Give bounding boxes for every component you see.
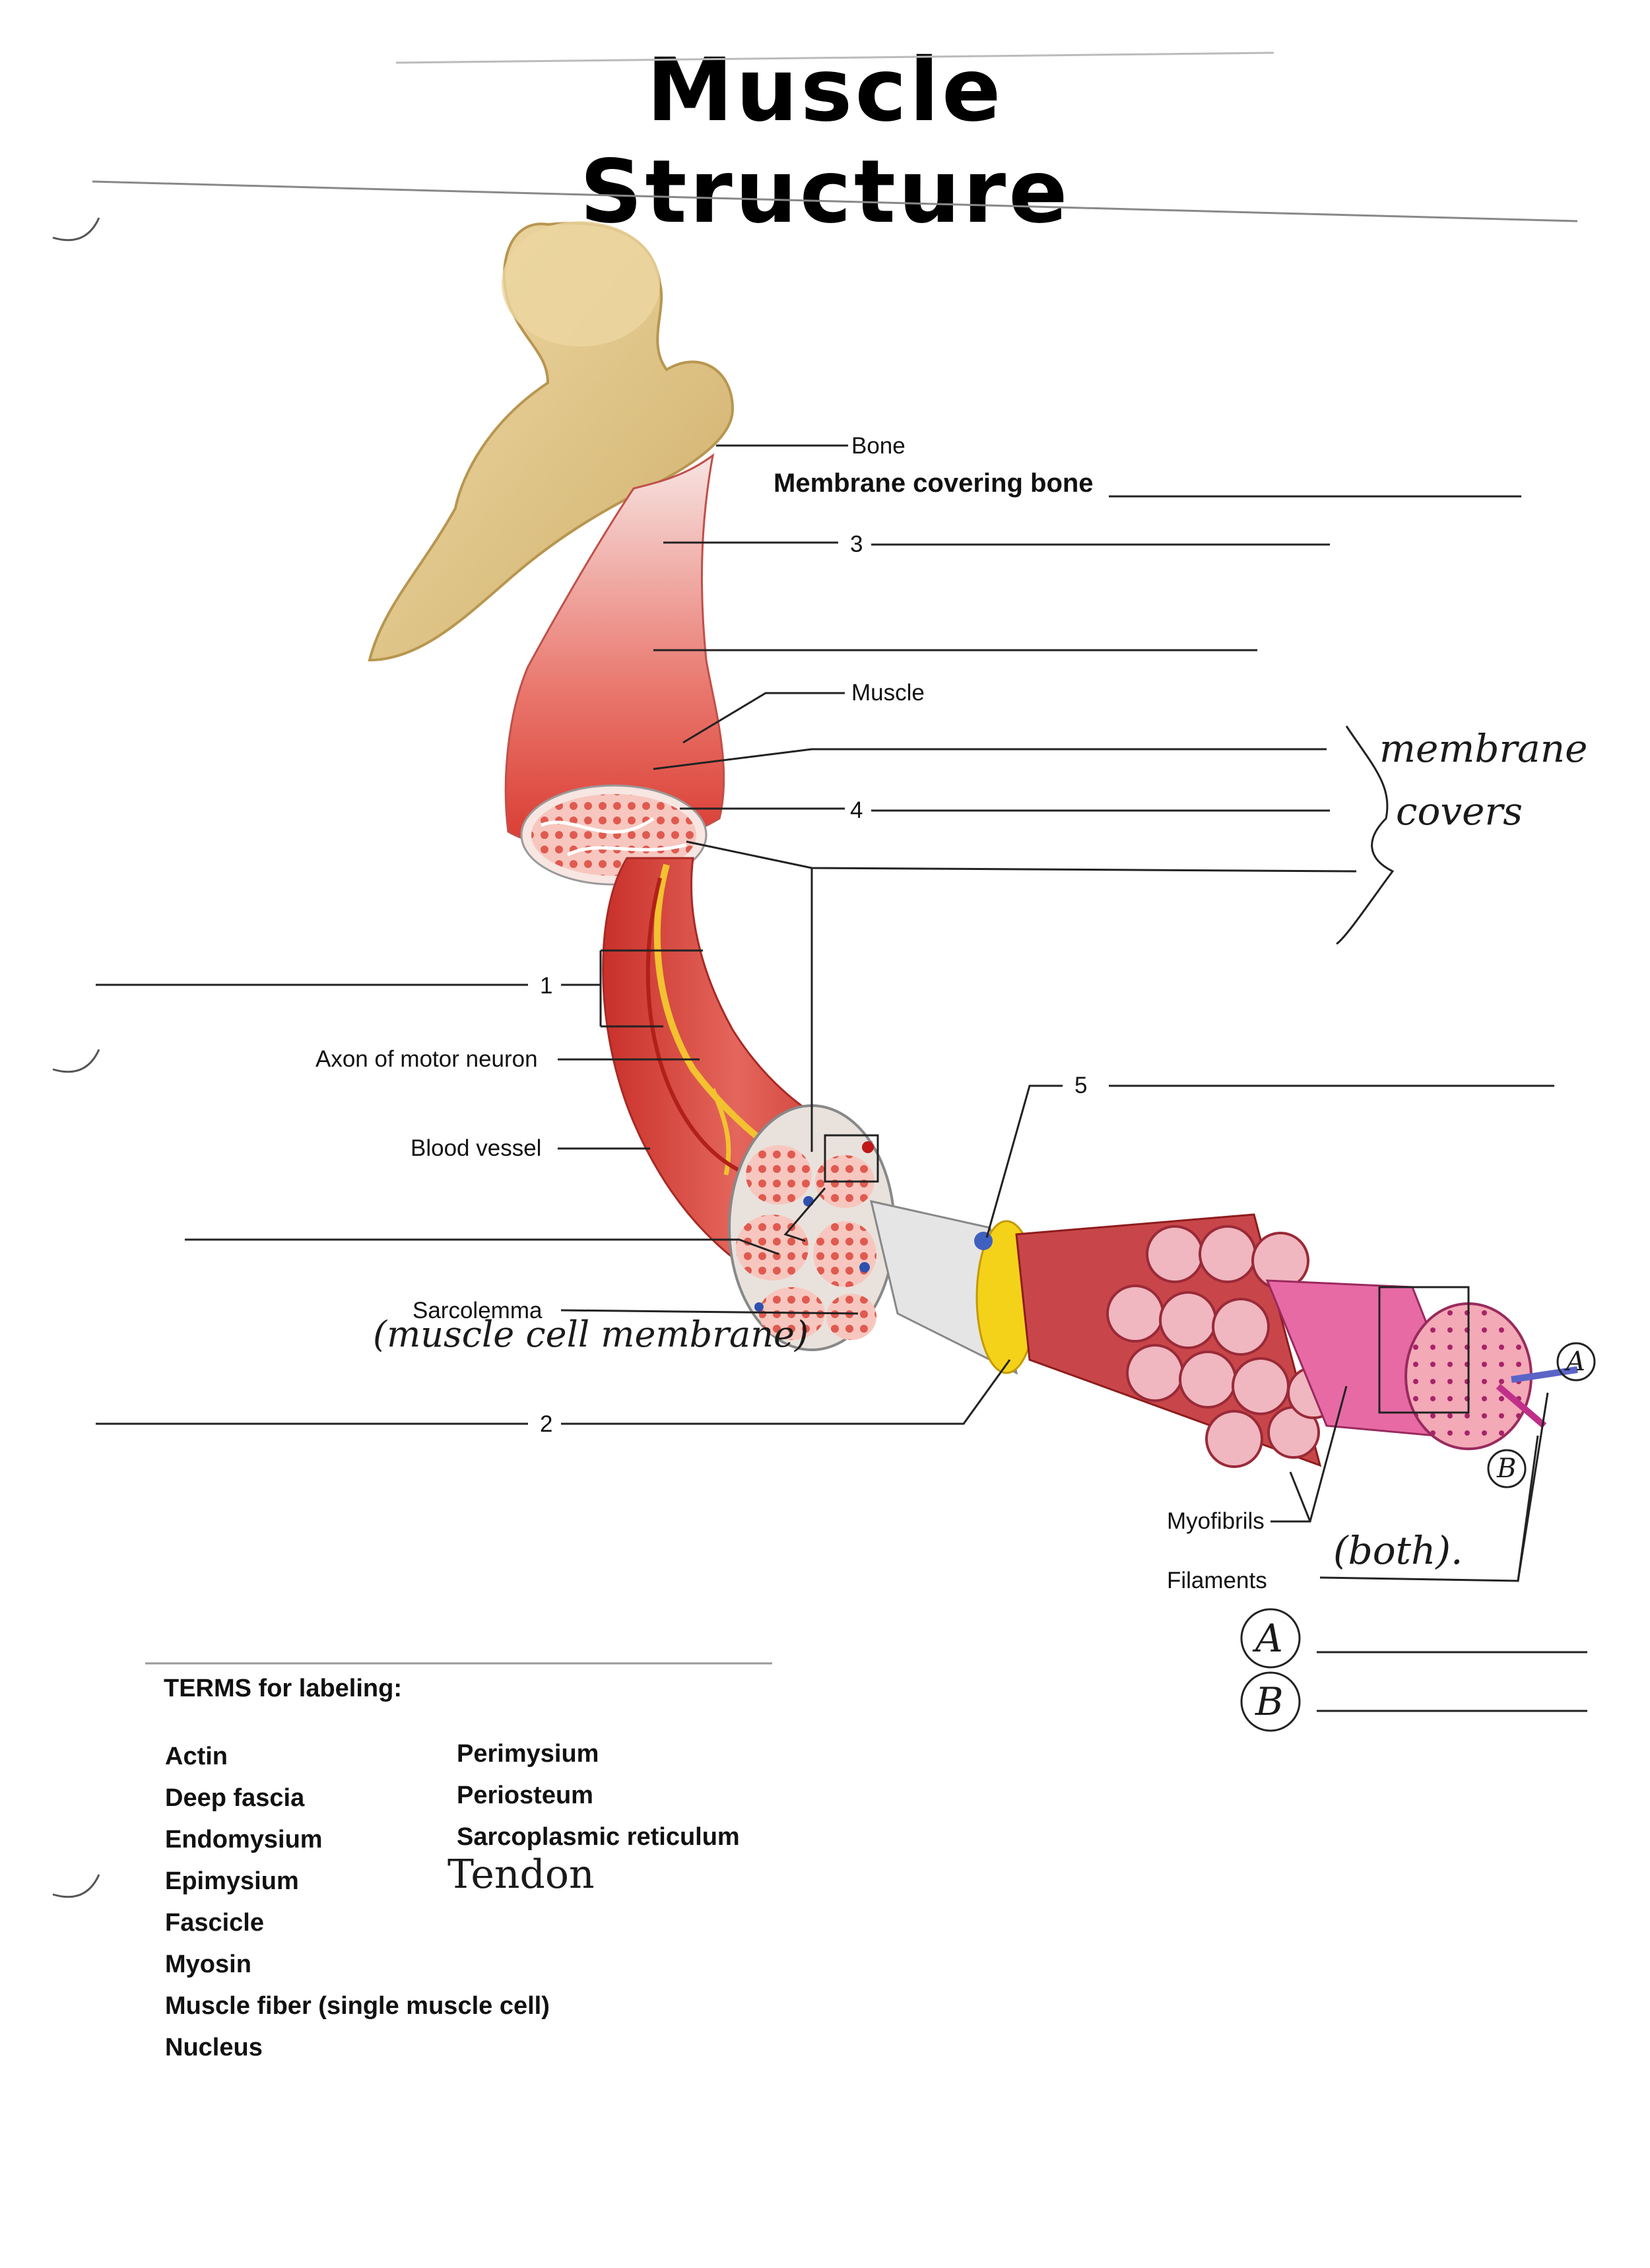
term-item: Periosteum bbox=[457, 1782, 740, 1823]
number-2: 2 bbox=[540, 1411, 552, 1438]
handwritten-tendon: Tendon bbox=[447, 1851, 595, 1898]
label-filaments: Filaments bbox=[1167, 1568, 1267, 1594]
number-3: 3 bbox=[850, 531, 863, 558]
number-1: 1 bbox=[540, 973, 552, 999]
muscle-fiber-illustration bbox=[871, 1201, 1036, 1373]
label-muscle: Muscle bbox=[851, 680, 925, 706]
term-item: Nucleus bbox=[165, 2034, 550, 2075]
number-5: 5 bbox=[1074, 1073, 1087, 1099]
answer-key-b: B bbox=[1255, 1679, 1284, 1724]
label-bone: Bone bbox=[851, 433, 906, 459]
label-membrane-covering-bone: Membrane covering bone bbox=[774, 469, 1094, 498]
term-item: Perimysium bbox=[457, 1740, 740, 1782]
number-4: 4 bbox=[850, 797, 863, 824]
fascicle-illustration bbox=[603, 858, 894, 1350]
myofibrils-illustration bbox=[1016, 1215, 1577, 1467]
handwritten-circle-b: B bbox=[1497, 1453, 1516, 1484]
title-rule-bottom bbox=[92, 182, 1577, 221]
binder-hole-mark bbox=[53, 1875, 99, 1897]
term-item: Muscle fiber (single muscle cell) bbox=[165, 1992, 550, 2034]
term-item: Myosin bbox=[165, 1951, 550, 1992]
handwritten-both: (both). bbox=[1333, 1528, 1463, 1573]
binder-hole-mark bbox=[53, 218, 99, 240]
handwritten-membrane: membrane bbox=[1379, 726, 1587, 771]
answer-key-a: A bbox=[1255, 1616, 1283, 1661]
handwritten-covers: covers bbox=[1396, 789, 1523, 834]
term-item: Fascicle bbox=[165, 1909, 550, 1951]
label-myofibrils: Myofibrils bbox=[1167, 1508, 1265, 1535]
label-axon-of-motor-neuron: Axon of motor neuron bbox=[315, 1046, 538, 1073]
handwritten-muscle-cell-membrane: (muscle cell membrane) bbox=[373, 1314, 808, 1355]
label-blood-vessel: Blood vessel bbox=[411, 1135, 541, 1162]
binder-hole-mark bbox=[53, 1050, 99, 1072]
handwritten-circle-a: A bbox=[1566, 1347, 1585, 1377]
terms-title: TERMS for labeling: bbox=[164, 1675, 402, 1703]
title-rule-top bbox=[396, 53, 1274, 63]
terms-column-2: Perimysium Periosteum Sarcoplasmic retic… bbox=[457, 1740, 740, 1865]
